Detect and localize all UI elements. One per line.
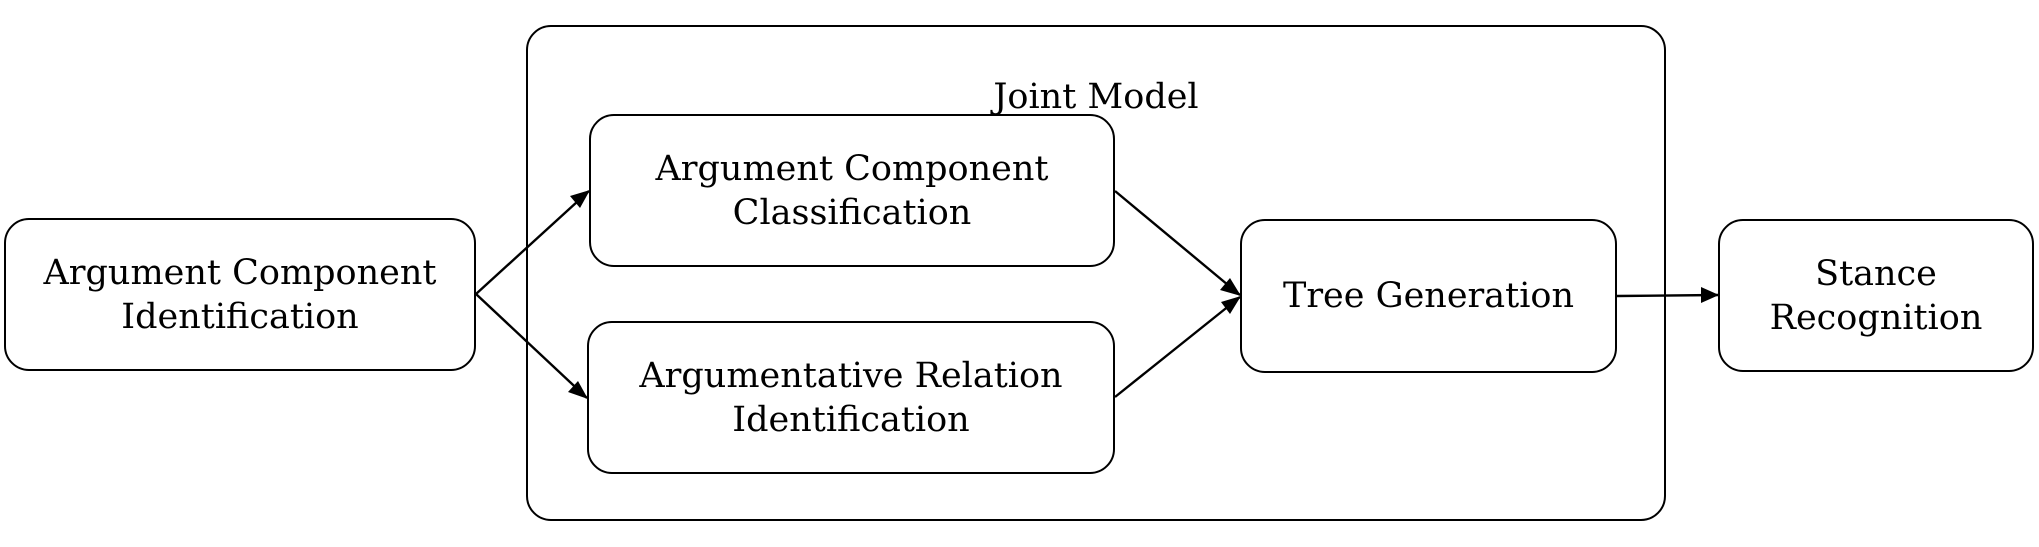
argumentative-relation-identification-node: Argumentative Relation Identification [587,321,1115,474]
joint-model-title: Joint Model [993,77,1199,117]
argumentative-relation-identification-label: Argumentative Relation Identification [639,355,1063,440]
tree-generation-node: Tree Generation [1240,219,1617,373]
stance-recognition-label: Stance Recognition [1769,253,1983,338]
stance-recognition-node: Stance Recognition [1718,219,2034,372]
argument-component-classification-label: Argument Component Classification [655,148,1049,233]
argument-component-classification-node: Argument Component Classification [589,114,1115,267]
tree-generation-label: Tree Generation [1282,276,1575,316]
argument-component-identification-node: Argument Component Identification [4,218,476,371]
argument-component-identification-label: Argument Component Identification [43,252,437,337]
edge-tree-to-stance-arrowhead [1701,287,1719,303]
